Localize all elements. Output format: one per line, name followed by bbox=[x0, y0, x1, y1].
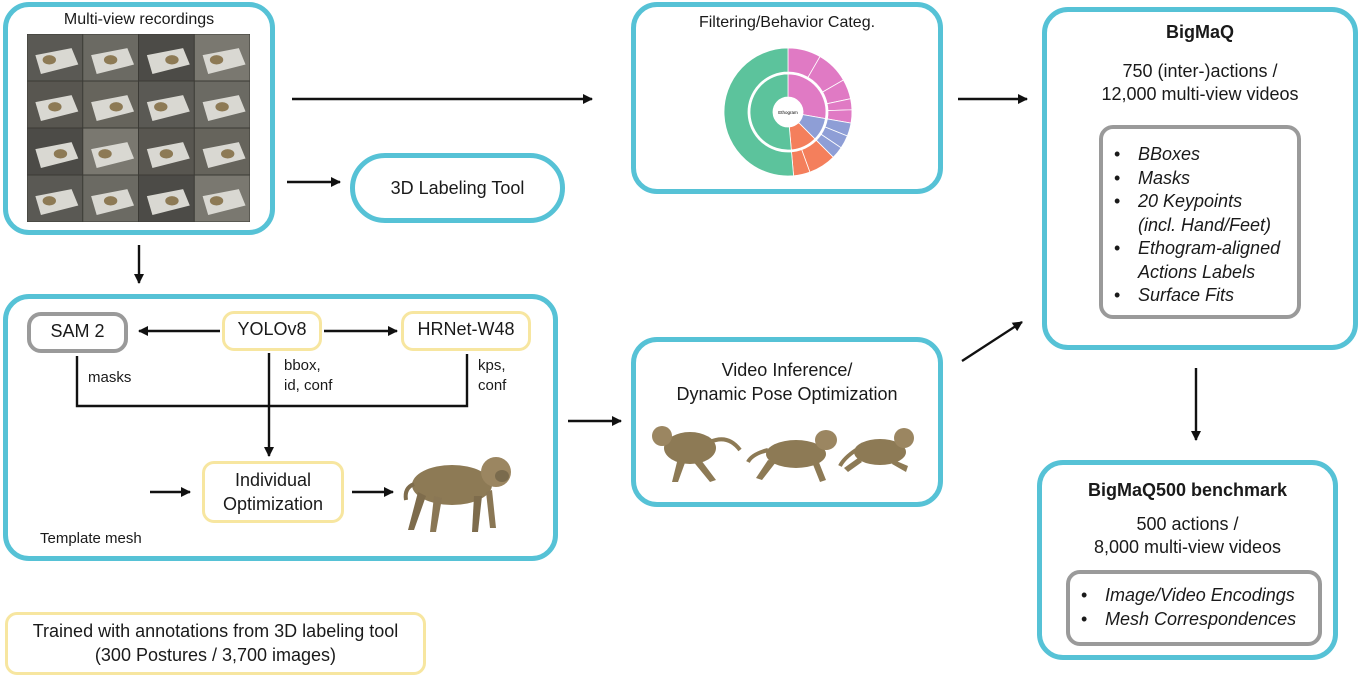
sunburst-chart: Ethogram bbox=[723, 47, 853, 177]
multiview-image-grid bbox=[27, 34, 250, 222]
bigmaq-line1: 750 (inter-)actions / bbox=[1122, 61, 1278, 81]
benchmark-line2: 8,000 multi-view videos bbox=[1093, 537, 1282, 557]
benchmark-line1: 500 actions / bbox=[1136, 514, 1239, 534]
kps-label-line2: conf bbox=[478, 377, 507, 394]
kps-label-line1: kps, bbox=[478, 357, 506, 374]
bbox-label-line2: id, conf bbox=[284, 377, 333, 394]
bigmaq-title: BigMaQ bbox=[1165, 22, 1234, 42]
trained-note-line1: Trained with annotations from 3D labelin… bbox=[32, 621, 399, 641]
optimization-line2: Optimization bbox=[222, 494, 324, 514]
benchmark-title: BigMaQ500 benchmark bbox=[1087, 480, 1288, 500]
bbox-label-line1: bbox, bbox=[284, 357, 321, 374]
yolo-label: YOLOv8 bbox=[237, 319, 307, 339]
list-item: Surface Fits bbox=[1108, 284, 1298, 308]
list-item: Mesh Correspondences bbox=[1075, 608, 1320, 632]
arrow-video-to-bigmaq bbox=[961, 320, 1023, 363]
recordings-title: Multi-view recordings bbox=[63, 11, 215, 28]
list-item: Ethogram-aligned bbox=[1108, 237, 1298, 261]
list-item: Image/Video Encodings bbox=[1075, 584, 1320, 608]
template-mesh-label: Template mesh bbox=[40, 530, 142, 547]
trained-note-line2: (300 Postures / 3,700 images) bbox=[94, 645, 337, 665]
template-mesh-macaque-image bbox=[403, 457, 511, 532]
video-inference-line1: Video Inference/ bbox=[721, 360, 853, 380]
yolo-box bbox=[222, 311, 322, 351]
sam2-box bbox=[27, 312, 128, 353]
individual-optimization-box bbox=[202, 461, 344, 523]
list-item-continued: (incl. Hand/Feet) bbox=[1138, 214, 1272, 235]
list-item: 20 Keypoints bbox=[1108, 190, 1298, 214]
filtering-title: Filtering/Behavior Categ. bbox=[698, 14, 876, 31]
video-inference-line2: Dynamic Pose Optimization bbox=[676, 384, 898, 404]
masks-label: masks bbox=[88, 369, 132, 386]
list-item-continued: Actions Labels bbox=[1138, 261, 1256, 282]
sam2-label: SAM 2 bbox=[50, 321, 105, 341]
connector-masks-kps bbox=[75, 354, 469, 408]
labeling-tool-label: 3D Labeling Tool bbox=[390, 178, 525, 198]
optimization-line1: Individual bbox=[234, 470, 312, 490]
hrnet-label: HRNet-W48 bbox=[417, 319, 515, 339]
pose-sequence-images bbox=[652, 426, 914, 482]
list-item: BBoxes bbox=[1108, 143, 1298, 167]
labeling-tool-box bbox=[350, 153, 565, 223]
hrnet-box bbox=[401, 311, 531, 351]
video-inference-box bbox=[631, 337, 943, 507]
benchmark-feature-list: Image/Video Encodings Mesh Correspondenc… bbox=[1075, 584, 1320, 631]
trained-note-box bbox=[5, 612, 426, 675]
bigmaq-annotation-list: BBoxes Masks 20 Keypoints (incl. Hand/Fe… bbox=[1108, 143, 1298, 308]
sunburst-center-label: Ethogram bbox=[778, 110, 798, 115]
list-item: Masks bbox=[1108, 167, 1298, 191]
bigmaq-line2: 12,000 multi-view videos bbox=[1101, 84, 1299, 104]
